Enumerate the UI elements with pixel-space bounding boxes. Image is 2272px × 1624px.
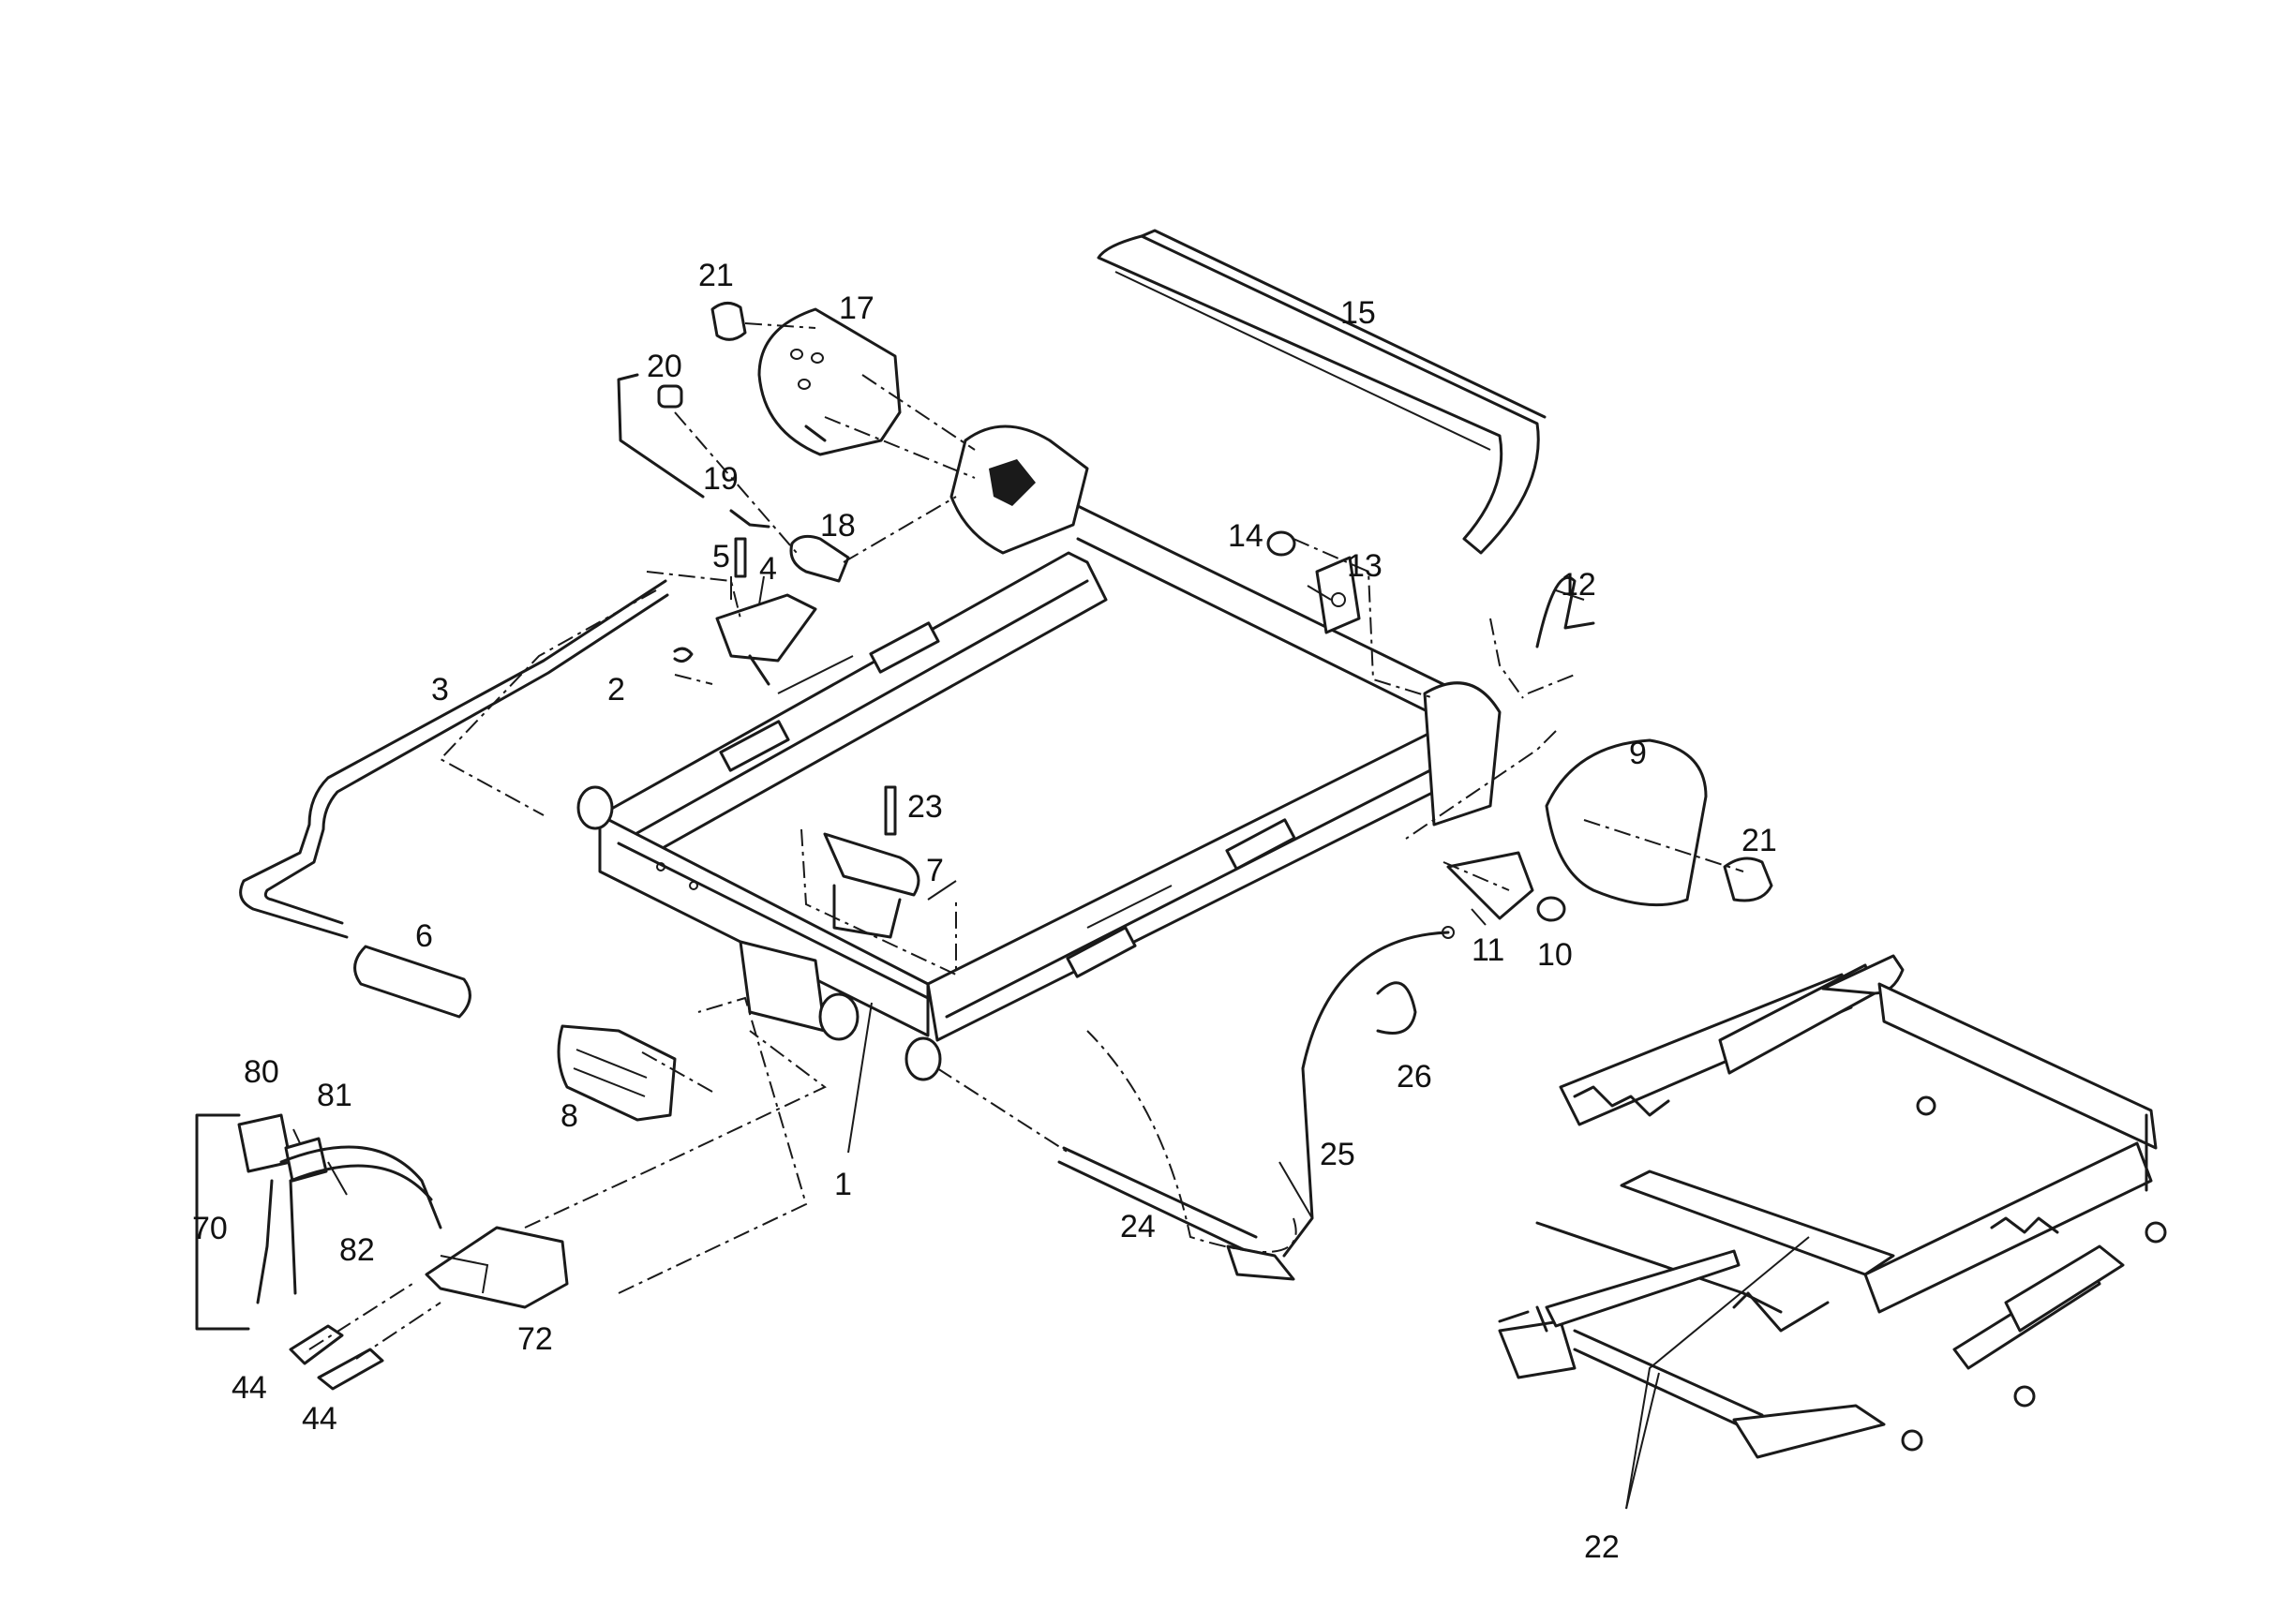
- part-3-lever-rod: [239, 579, 669, 939]
- part-70-bracket-line: [195, 1113, 250, 1331]
- part-25-cable: [1282, 926, 1455, 1258]
- callout-17: 17: [839, 291, 874, 326]
- callout-80: 80: [244, 1054, 279, 1090]
- callout-18: 18: [820, 508, 856, 544]
- callout-44-a: 44: [232, 1370, 267, 1406]
- part-1-main-frame: [576, 551, 1502, 1081]
- callout-22: 22: [1584, 1529, 1620, 1565]
- part-72-handle-block: [425, 1226, 569, 1309]
- part-2-clip: [673, 647, 694, 663]
- part-12-spring-clip: [1535, 575, 1595, 648]
- callout-14: 14: [1228, 518, 1263, 554]
- part-19-bent-rod: [617, 373, 770, 529]
- callout-8: 8: [561, 1098, 578, 1134]
- part-21-cap-lower: [1723, 857, 1773, 902]
- part-44-screw-b: [317, 1348, 384, 1391]
- callout-13: 13: [1347, 548, 1383, 584]
- callout-6: 6: [415, 918, 433, 954]
- callout-19: 19: [703, 461, 739, 497]
- callout-21-upper: 21: [698, 258, 734, 293]
- callout-7: 7: [926, 853, 944, 888]
- part-26-spring: [1376, 981, 1417, 1035]
- callout-26: 26: [1397, 1059, 1432, 1095]
- callout-24: 24: [1120, 1209, 1156, 1244]
- callout-20: 20: [647, 349, 682, 384]
- part-9-side-cover: [1545, 738, 1708, 907]
- part-17-end-cover: [757, 307, 902, 456]
- part-10-washer: [1536, 896, 1566, 922]
- part-21-cap-upper: [710, 302, 747, 341]
- callout-11: 11: [1472, 932, 1504, 968]
- part-20-bushing: [657, 384, 683, 409]
- part-6-grip-sleeve: [353, 945, 471, 1019]
- callout-25: 25: [1320, 1137, 1355, 1172]
- callout-23: 23: [907, 789, 943, 825]
- callout-72: 72: [517, 1321, 553, 1357]
- callout-1: 1: [834, 1167, 852, 1202]
- assembly-lines: [308, 322, 1744, 1360]
- part-81-switch: [284, 1137, 328, 1183]
- callout-44-b: 44: [302, 1401, 337, 1437]
- callout-81: 81: [317, 1078, 352, 1113]
- callout-3: 3: [431, 672, 449, 708]
- part-82-wire-harness: [256, 1145, 442, 1304]
- callout-82: 82: [339, 1232, 375, 1268]
- part-22-slide-mechanism: [1498, 954, 2167, 1459]
- upper-tube-assembly: [949, 425, 1464, 723]
- part-11-lever: [1446, 851, 1534, 920]
- part-14-washer: [1266, 530, 1296, 557]
- mounting-plate: [739, 940, 859, 1041]
- callout-12: 12: [1561, 567, 1596, 603]
- part-18-knob: [789, 534, 850, 583]
- callout-labels: 1 2 3 4 5 6 7 8 9 10 11 12 13 14 15 17 1…: [192, 258, 1777, 1565]
- callout-70: 70: [192, 1211, 228, 1246]
- callout-15: 15: [1340, 295, 1376, 331]
- callout-9: 9: [1629, 736, 1647, 771]
- part-15-cover-plate: [1097, 229, 1547, 555]
- part-23-pin: [884, 785, 897, 836]
- leader-lines: [292, 575, 1810, 1510]
- part-80-switch-housing: [237, 1113, 292, 1173]
- part-4-locking-block: [715, 593, 817, 686]
- callout-2: 2: [607, 672, 625, 708]
- part-5-pin: [734, 537, 747, 578]
- callout-4: 4: [759, 551, 777, 587]
- callout-10: 10: [1537, 937, 1573, 973]
- part-7-shaft-bracket: [823, 832, 920, 939]
- callout-21-lower: 21: [1741, 823, 1777, 858]
- part-13-bracket: [1315, 556, 1361, 634]
- callout-5: 5: [712, 539, 730, 574]
- part-24-rod: [1057, 1146, 1295, 1281]
- part-8-handle-cap: [557, 1024, 677, 1122]
